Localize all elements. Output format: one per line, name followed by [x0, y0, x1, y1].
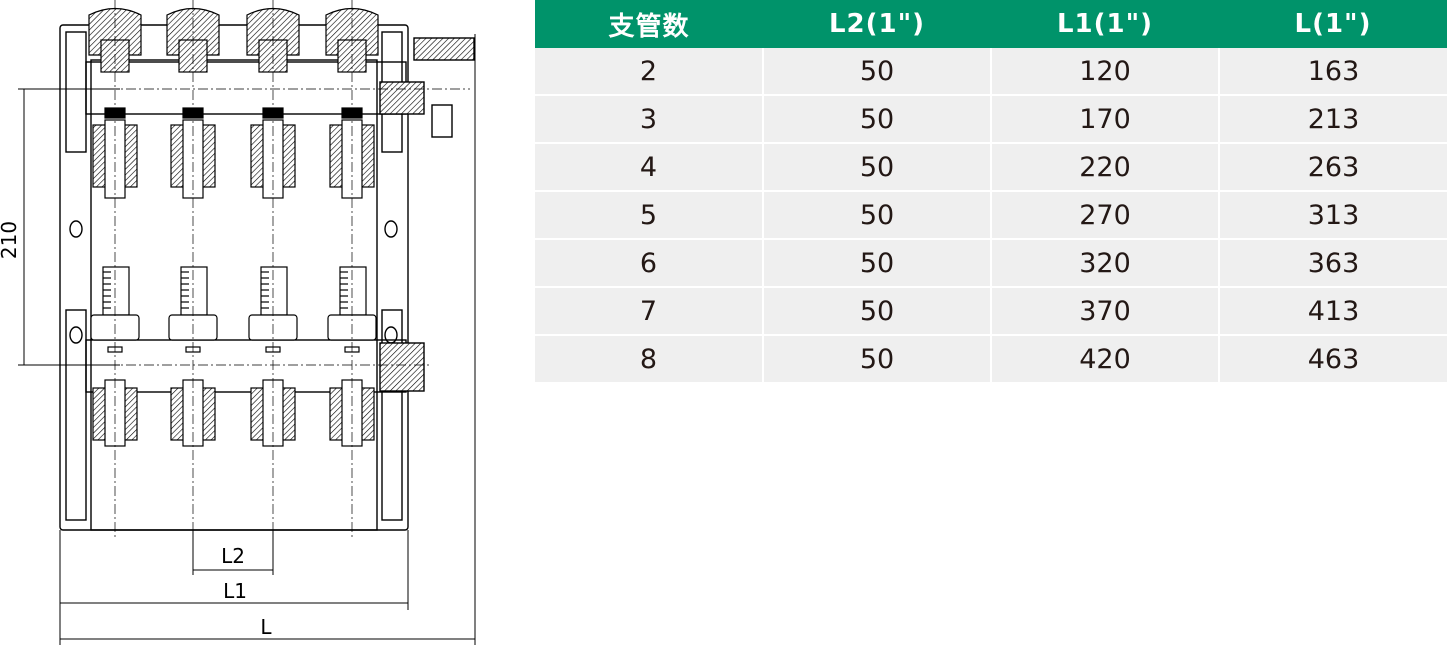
table-cell: 370	[990, 287, 1220, 336]
table-header-row: 支管数 L2(1") L1(1") L(1")	[535, 0, 1447, 48]
header-l2: L2(1")	[763, 0, 991, 48]
table-cell: 50	[762, 287, 992, 336]
table-cell: 50	[762, 335, 992, 384]
manifold-technical-drawing: 210 L2 L1 L	[0, 0, 476, 645]
table-cell: 50	[762, 143, 992, 192]
table-cell: 4	[535, 143, 764, 192]
dimension-210-label: 210	[0, 221, 21, 259]
branch-valve	[88, 0, 142, 540]
table-cell: 6	[535, 239, 764, 288]
dimension-lines	[18, 34, 476, 645]
dimension-l-label: L	[260, 615, 272, 639]
table-cell: 270	[990, 191, 1220, 240]
table-cell: 50	[762, 191, 992, 240]
table-cell: 50	[762, 48, 992, 96]
table-cell: 50	[762, 239, 992, 288]
branch-valve	[325, 0, 379, 540]
header-l: L(1")	[1219, 0, 1447, 48]
table-cell: 50	[762, 95, 992, 144]
table-cell: 2	[535, 48, 764, 96]
mounting-frame	[59, 24, 475, 531]
table-cell: 170	[990, 95, 1220, 144]
table-cell: 163	[1218, 48, 1447, 96]
table-cell: 263	[1218, 143, 1447, 192]
table-cell: 420	[990, 335, 1220, 384]
table-cell: 463	[1218, 335, 1447, 384]
table-cell: 8	[535, 335, 764, 384]
table-cell: 7	[535, 287, 764, 336]
branch-valves	[18, 0, 470, 540]
dimension-l2-label: L2	[221, 544, 245, 568]
header-branch-count: 支管数	[535, 0, 763, 48]
table-cell: 3	[535, 95, 764, 144]
table-cell: 220	[990, 143, 1220, 192]
table-cell: 313	[1218, 191, 1447, 240]
table-cell: 5	[535, 191, 764, 240]
table-cell: 320	[990, 239, 1220, 288]
header-l1: L1(1")	[991, 0, 1219, 48]
dimension-l1-label: L1	[223, 579, 247, 603]
table-cell: 413	[1218, 287, 1447, 336]
table-cell: 213	[1218, 95, 1447, 144]
table-cell: 363	[1218, 239, 1447, 288]
table-cell: 120	[990, 48, 1220, 96]
branch-valve	[246, 0, 300, 540]
branch-valve	[166, 0, 220, 540]
